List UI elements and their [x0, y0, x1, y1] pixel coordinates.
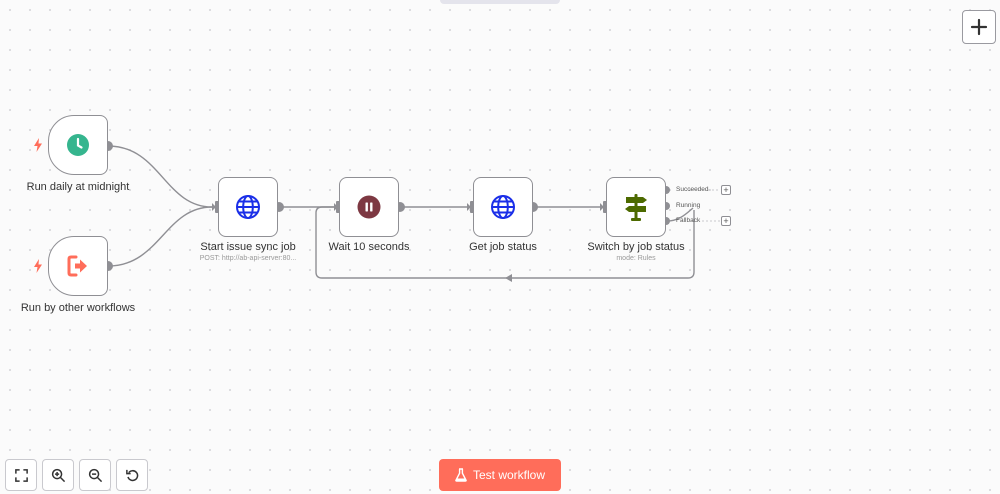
top-panel-handle[interactable] [440, 0, 560, 4]
add-node-fallback-button[interactable]: + [721, 216, 731, 226]
node-switch[interactable] [606, 177, 666, 237]
output-label-succeeded: Succeeded [676, 186, 709, 193]
node-label-wait: Wait 10 seconds [328, 241, 410, 253]
globe-icon [491, 195, 515, 219]
trigger-bolt-icon [34, 259, 42, 273]
output-label-running: Running [676, 202, 701, 209]
output-label-fallback: Fallback [676, 217, 701, 224]
node-start-sync[interactable] [218, 177, 278, 237]
node-run-by-other[interactable] [48, 236, 108, 296]
zoom-in-button[interactable] [42, 459, 74, 491]
flask-icon [455, 468, 467, 482]
clock-icon [67, 134, 89, 156]
sign-out-icon [67, 255, 87, 277]
node-label-switch: Switch by job status [587, 241, 685, 253]
zoom-out-icon [88, 468, 102, 482]
test-workflow-label: Test workflow [472, 468, 546, 482]
node-subtitle-switch: mode: Rules [616, 255, 656, 262]
plus-icon [970, 18, 988, 36]
node-label-run-daily: Run daily at midnight [26, 181, 130, 193]
trigger-bolt-icon [34, 138, 42, 152]
node-label-start-sync: Start issue sync job [200, 241, 296, 253]
zoom-in-icon [51, 468, 65, 482]
node-run-daily[interactable] [48, 115, 108, 175]
zoom-out-button[interactable] [79, 459, 111, 491]
undo-icon [125, 469, 138, 481]
fit-view-button[interactable] [5, 459, 37, 491]
test-workflow-button[interactable]: Test workflow [439, 459, 561, 491]
fit-view-icon [14, 468, 28, 482]
add-node-button[interactable] [962, 10, 996, 44]
node-subtitle-start-sync: POST: http://ab-api-server:80... [199, 255, 297, 262]
node-label-run-by-other: Run by other workflows [20, 302, 136, 314]
signpost-icon [625, 194, 647, 221]
node-label-get-status: Get job status [469, 241, 537, 253]
node-get-status[interactable] [473, 177, 533, 237]
pause-icon [357, 195, 381, 219]
add-node-succeeded-button[interactable]: + [721, 185, 731, 195]
node-wait[interactable] [339, 177, 399, 237]
globe-icon [236, 195, 260, 219]
reset-zoom-button[interactable] [116, 459, 148, 491]
